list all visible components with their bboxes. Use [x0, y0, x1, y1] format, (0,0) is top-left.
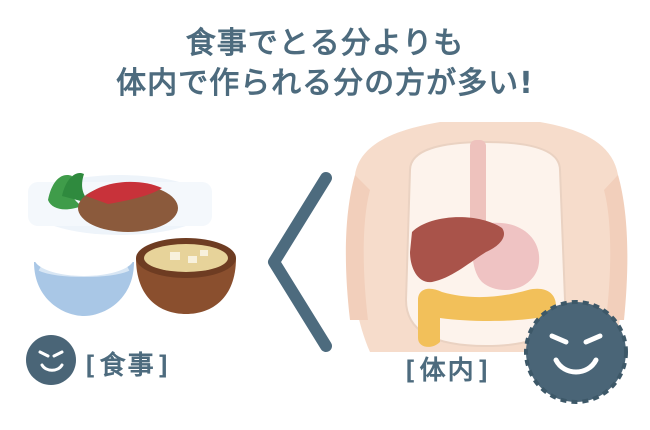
small-character-icon	[26, 335, 76, 385]
intestine	[418, 288, 556, 347]
headline-line-1: 食事でとる分よりも	[185, 26, 465, 61]
body-label: [体内]	[402, 356, 494, 386]
headline-line-2: 体内で作られる分の方が多い!	[116, 66, 534, 101]
meal-label: [食事]	[82, 351, 174, 381]
rice	[34, 240, 134, 276]
torso-illustration	[345, 122, 628, 352]
large-character-icon	[524, 300, 628, 404]
liver	[410, 217, 505, 283]
less-than-sign	[268, 172, 332, 352]
meal-illustration	[28, 172, 236, 316]
esophagus	[470, 140, 486, 230]
